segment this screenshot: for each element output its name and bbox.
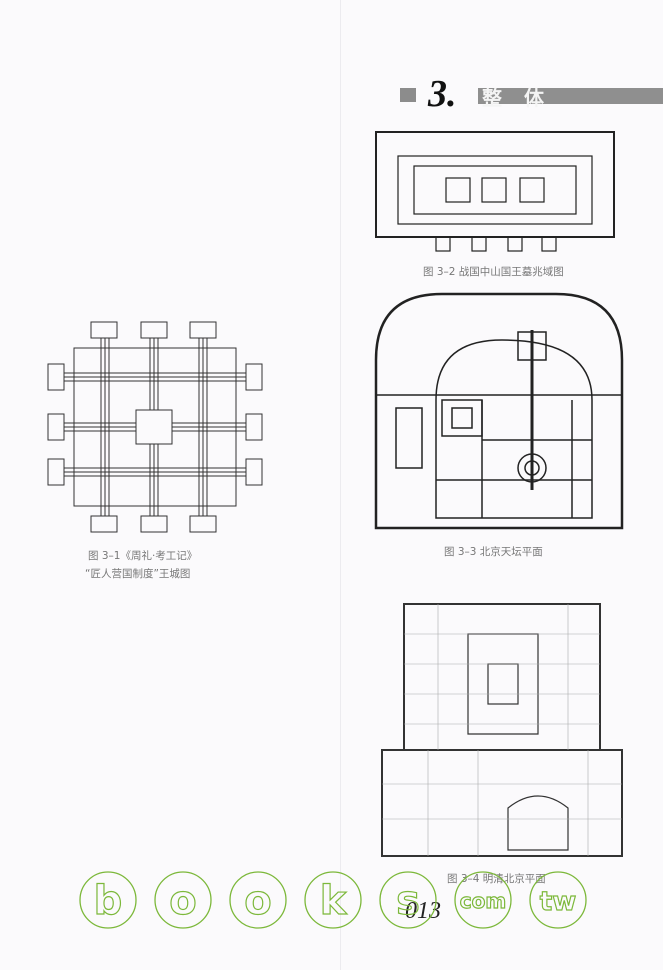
page-number: 013 bbox=[405, 898, 441, 924]
header-bar bbox=[478, 88, 663, 104]
section-header: 3. 整体 bbox=[398, 73, 663, 115]
figure-3-2-zhongshan-tomb-plan bbox=[375, 131, 615, 252]
watermark-books-com-tw: b o o k s com tw bbox=[79, 871, 587, 929]
figure-3-3-caption: 图 3–3 北京天坛平面 bbox=[444, 546, 543, 558]
section-title: 整体 bbox=[482, 86, 566, 110]
figure-3-1-wangcheng-plan bbox=[47, 321, 263, 533]
watermark-letter-b: b bbox=[94, 878, 123, 924]
watermark-letter-k: k bbox=[320, 878, 348, 924]
watermark-tw: tw bbox=[540, 887, 576, 917]
figure-3-3-temple-of-heaven-plan bbox=[374, 292, 624, 530]
page-fold bbox=[340, 0, 341, 970]
watermark-letter-o: o bbox=[244, 878, 271, 924]
figure-3-4-ming-qing-beijing-plan bbox=[381, 603, 623, 857]
watermark-letter-s: s bbox=[396, 878, 420, 924]
figure-3-1-caption-line1: 图 3–1《周礼·考工记》 bbox=[88, 550, 198, 562]
watermark-letter-o: o bbox=[169, 878, 196, 924]
watermark-com: com bbox=[460, 889, 506, 913]
figure-3-2-caption: 图 3–2 战国中山国王墓兆域图 bbox=[423, 266, 564, 278]
section-number: 3. bbox=[428, 73, 457, 115]
figure-3-1-caption-line2: “匠人营国制度”王城图 bbox=[85, 568, 191, 580]
figure-3-4-caption: 图 3–4 明清北京平面 bbox=[447, 873, 546, 885]
header-square-mark bbox=[400, 88, 416, 102]
